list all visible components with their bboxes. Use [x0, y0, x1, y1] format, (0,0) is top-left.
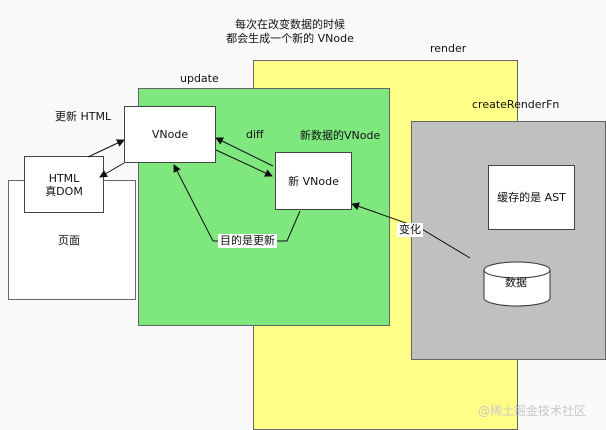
html-dom-line-2: 真DOM	[45, 184, 83, 198]
title-line-2: 都会生成一个新的 VNode	[226, 32, 354, 45]
database-icon	[483, 261, 551, 307]
cache-ast-box: 缓存的是 AST	[488, 165, 575, 230]
new-data-vnode-label: 新数据的VNode	[300, 129, 381, 142]
update-label: update	[180, 72, 219, 85]
change-label: 变化	[397, 223, 423, 237]
arrow-html-to-vnode	[87, 139, 125, 158]
render-label: render	[430, 42, 467, 55]
goal-label: 目的是更新	[218, 234, 277, 248]
new-vnode-text: 新 VNode	[288, 174, 339, 188]
cache-ast-text: 缓存的是 AST	[497, 191, 566, 204]
html-dom-line-1: HTML	[48, 171, 80, 185]
vnode-text: VNode	[151, 128, 189, 141]
html-real-dom-box: HTML 真DOM	[24, 156, 104, 213]
title-line-1: 每次在改变数据的时候	[235, 18, 345, 31]
diff-label: diff	[246, 128, 264, 141]
update-html-label: 更新 HTML	[55, 110, 112, 123]
create-render-fn-region	[411, 121, 606, 360]
watermark: @稀土掘金技术社区	[478, 404, 587, 418]
data-label: 数据	[505, 276, 527, 289]
new-vnode-box: 新 VNode	[275, 152, 352, 210]
vnode-box: VNode	[124, 106, 216, 163]
page-label: 页面	[58, 234, 80, 247]
create-render-fn-label: createRenderFn	[472, 98, 560, 111]
